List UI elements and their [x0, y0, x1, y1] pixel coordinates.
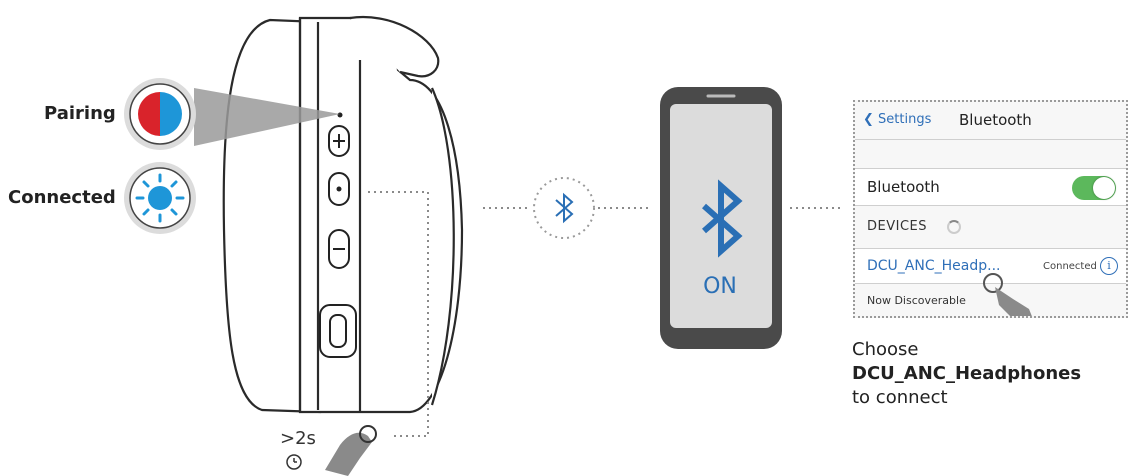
connected-led-icon: [124, 162, 196, 234]
bluetooth-toggle[interactable]: [1072, 176, 1116, 200]
settings-nav-bar: ❮ Settings Bluetooth: [855, 102, 1126, 140]
connect-instruction: Choose DCU_ANC_Headphones to connect: [852, 338, 1081, 410]
info-icon[interactable]: i: [1100, 257, 1118, 275]
clock-icon: [286, 454, 302, 470]
toggle-knob: [1093, 177, 1115, 199]
instruction-device-name: DCU_ANC_Headphones: [852, 363, 1082, 384]
volume-up-button[interactable]: [328, 125, 350, 157]
instruction-line-3: to connect: [852, 387, 948, 408]
connected-label: Connected: [8, 187, 116, 208]
bluetooth-link-icon: [533, 177, 595, 239]
instruction-line-1: Choose: [852, 339, 919, 360]
loading-spinner-icon: [947, 220, 961, 234]
phone-bluetooth-status: ON: [703, 274, 737, 299]
bluetooth-settings-panel: ❮ Settings Bluetooth Bluetooth DEVICES D…: [853, 100, 1128, 318]
led-beam: [194, 88, 340, 146]
hand-press-icon: [325, 425, 377, 476]
multifunction-button[interactable]: [328, 172, 350, 206]
bluetooth-icon: [702, 179, 743, 258]
devices-header: DEVICES: [867, 219, 927, 234]
settings-back-label: Settings: [878, 112, 932, 127]
discoverable-status: Now Discoverable: [867, 294, 966, 307]
smartphone: [660, 87, 782, 349]
device-connection-status: Connected: [1043, 261, 1097, 272]
bluetooth-toggle-row: Bluetooth: [855, 168, 1126, 206]
settings-back-link[interactable]: ❮ Settings: [863, 112, 932, 127]
settings-title: Bluetooth: [959, 111, 1032, 129]
connector-lines: [368, 191, 840, 437]
usb-c-port: [319, 304, 357, 358]
device-row[interactable]: DCU_ANC_Headp... Connected i: [855, 248, 1126, 284]
pairing-label: Pairing: [44, 103, 116, 124]
press-duration: >2s: [280, 428, 316, 449]
tap-hand-icon: [983, 273, 1032, 316]
pairing-led-icon: [124, 78, 196, 150]
device-name: DCU_ANC_Headp...: [867, 258, 1001, 274]
volume-down-button[interactable]: [328, 229, 350, 269]
led-indicator: [337, 112, 343, 118]
bluetooth-row-label: Bluetooth: [867, 178, 940, 196]
